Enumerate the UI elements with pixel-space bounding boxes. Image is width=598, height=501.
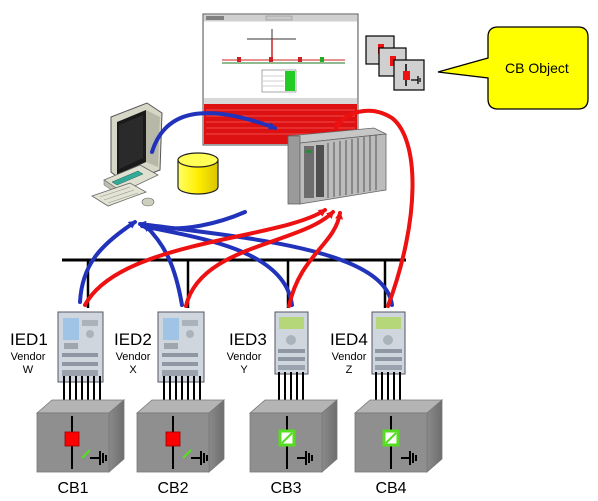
cb2-box bbox=[135, 399, 226, 473]
cb3-label: CB3 bbox=[270, 480, 302, 497]
cb4-label: CB4 bbox=[375, 480, 407, 497]
ied3-device bbox=[274, 311, 309, 375]
hmi-screen-icon bbox=[202, 13, 359, 146]
ied3-name: IED3 bbox=[229, 330, 267, 349]
ied3-vendor: Y bbox=[240, 364, 248, 376]
cb4-box bbox=[353, 399, 444, 473]
ied4-name: IED4 bbox=[330, 330, 368, 349]
ied2-vendor: X bbox=[129, 364, 137, 376]
ied2-name: IED2 bbox=[114, 330, 152, 349]
ied3-vendor-label: Vendor bbox=[226, 351, 262, 363]
cb2-label: CB2 bbox=[157, 480, 189, 497]
link-computer-to-hmi bbox=[150, 111, 277, 154]
ied2-device bbox=[157, 311, 205, 383]
cb3-box bbox=[248, 399, 339, 473]
link-computer-to-database bbox=[160, 210, 247, 231]
cb1-box bbox=[35, 399, 126, 473]
ied1-name: IED1 bbox=[10, 330, 48, 349]
link-ied2-to-plc bbox=[184, 210, 335, 308]
ied4-vendor: Z bbox=[345, 364, 353, 376]
ied4-device bbox=[371, 311, 406, 375]
plc-rack-icon bbox=[286, 127, 388, 205]
ied1-device bbox=[57, 311, 104, 383]
link-ied3-to-computer bbox=[140, 223, 294, 307]
link-ied1-to-computer bbox=[78, 220, 137, 304]
link-ied1-to-plc bbox=[83, 208, 327, 307]
ied2-vendor-label: Vendor bbox=[115, 351, 151, 363]
ied1-vendor-label: Vendor bbox=[10, 351, 46, 363]
cb-object-callout bbox=[437, 26, 589, 110]
cb-object-icon bbox=[365, 35, 425, 91]
link-ied3-to-plc bbox=[287, 211, 344, 308]
database-icon bbox=[177, 152, 219, 195]
link-ied4-to-plc bbox=[334, 108, 415, 308]
link-ied2-to-computer bbox=[143, 223, 184, 307]
cb1-label: CB1 bbox=[57, 480, 89, 497]
cb-object-label: CB Object bbox=[505, 60, 569, 76]
blue-data-links bbox=[78, 111, 394, 307]
computer-icon bbox=[91, 102, 163, 207]
ied1-vendor: W bbox=[22, 364, 34, 376]
ied4-vendor-label: Vendor bbox=[331, 351, 367, 363]
red-control-links bbox=[83, 108, 415, 308]
wiring-bundles bbox=[63, 372, 401, 402]
